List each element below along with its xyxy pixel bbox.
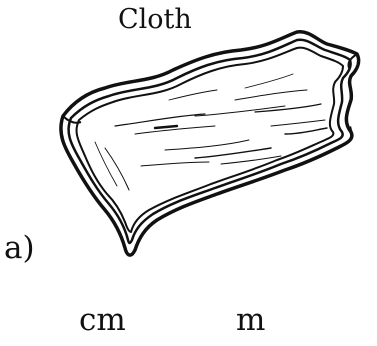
- unit-label-m: m: [236, 300, 265, 340]
- unit-label-cm: cm: [79, 300, 126, 340]
- cloth-drawing-icon: [45, 30, 365, 260]
- question-label: a): [4, 228, 35, 268]
